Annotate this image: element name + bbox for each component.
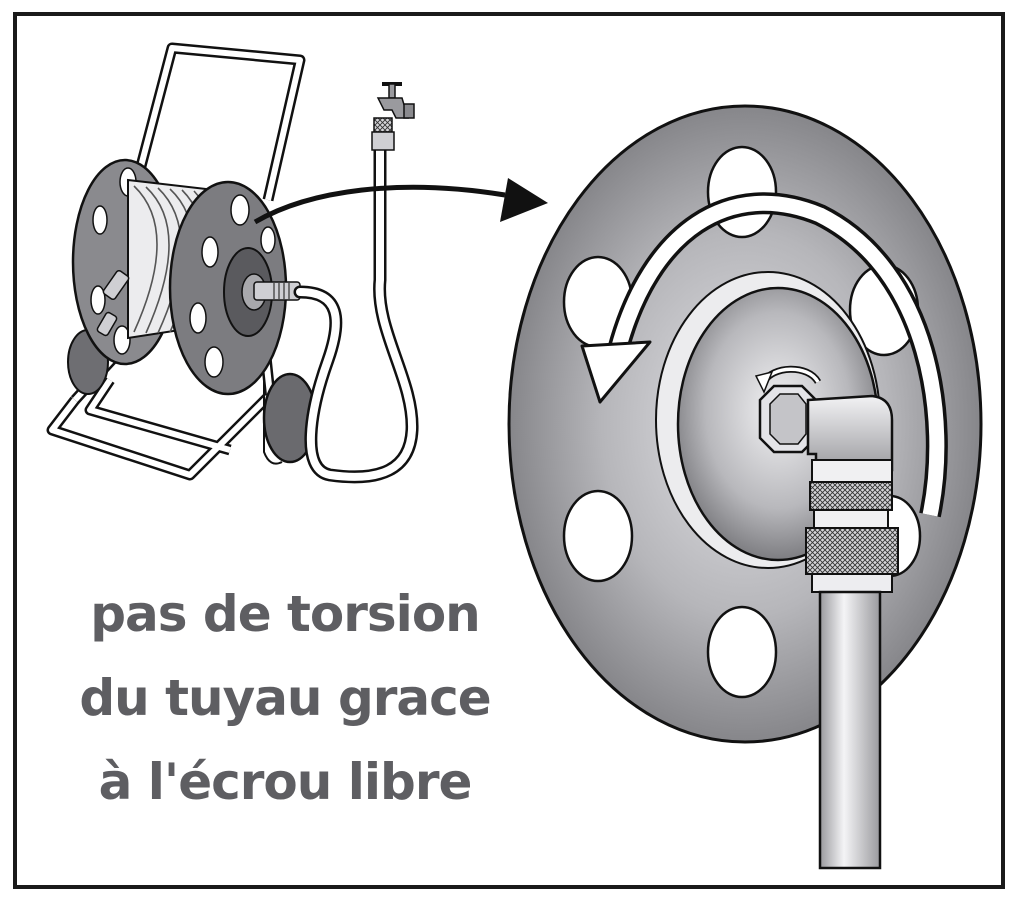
hose-connector-icon	[805, 394, 899, 870]
pointer-arrow-icon	[253, 178, 548, 225]
swivel-nut-icon	[754, 365, 822, 454]
water-tap-icon	[371, 82, 415, 151]
hose-reel-cart-icon	[46, 42, 419, 484]
caption-line-1: pas de torsion	[90, 585, 481, 643]
caption-line-3: à l'écrou libre	[98, 753, 473, 811]
rotation-arrow-icon	[580, 192, 948, 518]
caption-line-2: du tuyau grace	[79, 669, 491, 727]
caption: pas de torsion du tuyau grace à l'écrou …	[70, 572, 500, 824]
